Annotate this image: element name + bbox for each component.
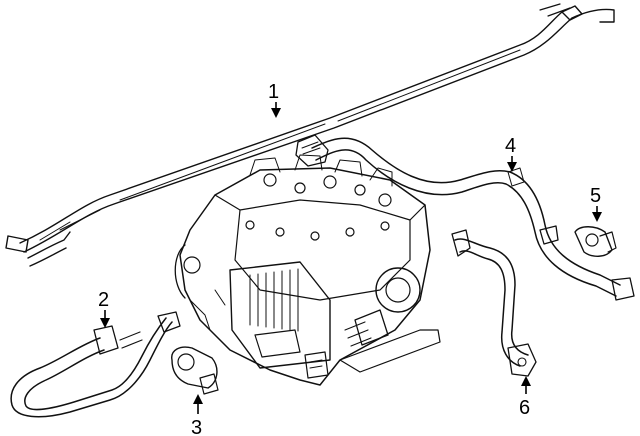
callout-2: 2 xyxy=(98,289,110,328)
callout-5: 5 xyxy=(590,185,602,222)
part-6-hose xyxy=(451,229,537,377)
callout-label-2: 2 xyxy=(98,289,109,311)
callout-label-4: 4 xyxy=(505,135,516,157)
callout-label-6: 6 xyxy=(519,397,530,419)
callout-3: 3 xyxy=(191,394,203,436)
callout-label-3: 3 xyxy=(191,417,202,436)
callout-4: 4 xyxy=(505,135,517,172)
callout-1: 1 xyxy=(268,81,281,118)
callout-6: 6 xyxy=(519,376,531,419)
drive-unit-assembly xyxy=(174,154,441,386)
part-5-fitting xyxy=(574,226,617,257)
callout-label-1: 1 xyxy=(268,81,279,103)
part-3-housing xyxy=(171,346,219,395)
part-1-cable-harness xyxy=(5,3,615,267)
part-2-hose xyxy=(10,311,181,418)
callout-label-5: 5 xyxy=(590,185,601,207)
part-4-coolant-hose xyxy=(295,134,635,301)
